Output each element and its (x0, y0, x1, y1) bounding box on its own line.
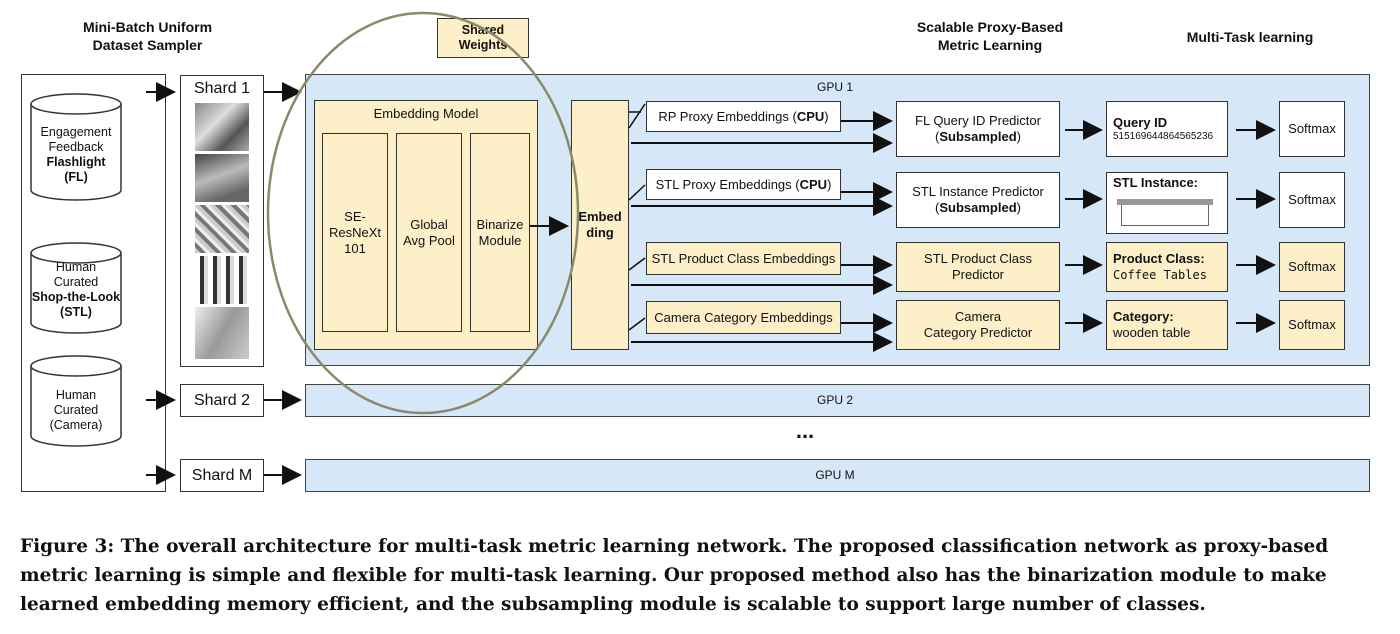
predictor-stl-line2: (Subsampled) (935, 200, 1021, 215)
proxy-rp: RP Proxy Embeddings (CPU) (646, 101, 841, 132)
module-binarize: Binarize Module (470, 133, 530, 332)
proxy-stl-product-class: STL Product Class Embeddings (646, 242, 841, 275)
coffee-table-image (1117, 193, 1213, 227)
dataset-camera-name: (Camera) (49, 418, 103, 432)
softmax-1: Softmax (1279, 101, 1345, 157)
dataset-fl-suffix: (FL) (64, 170, 88, 184)
output-query-id-value: 515169644864565236 (1113, 131, 1214, 142)
proxy-stl: STL Proxy Embeddings (CPU) (646, 169, 841, 200)
predictor-camera-line1: Camera (954, 309, 1002, 324)
shard-m-box: Shard M (180, 459, 264, 492)
dataset-fl-name: Flashlight (46, 155, 106, 169)
dataset-camera-line1: Human (55, 388, 97, 402)
shard-2-box: Shard 2 (180, 384, 264, 417)
output-product-class-label: Product Class: (1113, 251, 1205, 266)
proxy-rp-text: RP Proxy Embeddings ( (658, 108, 797, 124)
softmax-3: Softmax (1279, 242, 1345, 292)
sample-image-sink (195, 103, 249, 151)
dataset-camera-line2: Curated (53, 403, 99, 417)
sample-image-room (195, 307, 249, 359)
sampler-header: Mini-Batch Uniform Dataset Sampler (60, 18, 235, 54)
proxy-rp-end: ) (824, 108, 829, 124)
predictor-fl-query-id: FL Query ID Predictor (Subsampled) (896, 101, 1060, 157)
embedding-model-title: Embedding Model (373, 106, 479, 121)
cylinder-camera (30, 355, 122, 447)
softmax-4: Softmax (1279, 300, 1345, 350)
proxy-header-line2: Metric Learning (937, 37, 1043, 53)
proxy-header: Scalable Proxy-Based Metric Learning (890, 18, 1090, 54)
predictor-product-line2: Predictor (951, 267, 1005, 282)
proxy-stl-text: STL Proxy Embeddings ( (655, 176, 800, 192)
sample-image-outfit (195, 256, 249, 304)
cylinder-stl (30, 242, 122, 334)
predictor-stl-line1: STL Instance Predictor (912, 184, 1044, 199)
proxy-camera-category: Camera Category Embeddings (646, 301, 841, 334)
output-stl-instance-label: STL Instance: (1113, 175, 1199, 190)
shard-1-images (195, 103, 249, 361)
output-category: Category: wooden table (1106, 300, 1228, 350)
figure-caption: Figure 3: The overall architecture for m… (20, 536, 1329, 615)
shard-1-label: Shard 1 (193, 80, 251, 97)
predictor-fl-subsampled: Subsampled (939, 129, 1017, 144)
predictor-product-line1: STL Product Class (924, 251, 1032, 266)
table-frame (1121, 205, 1209, 226)
dataset-fl-line1: Engagement (40, 125, 112, 139)
output-query-id: Query ID 515169644864565236 (1106, 101, 1228, 157)
embedding-box: Embed ding (571, 100, 629, 350)
sampler-header-line2: Dataset Sampler (92, 37, 203, 53)
module-global-avg-pool: Global Avg Pool (396, 133, 462, 332)
predictor-fl-line2: (Subsampled) (935, 129, 1021, 144)
sample-image-faucet (195, 154, 249, 202)
sample-image-pattern (195, 205, 249, 253)
output-category-label: Category: (1113, 309, 1174, 324)
gpu-2-label: GPU 2 (816, 393, 853, 407)
module-se-resnext: SE- ResNeXt 101 (322, 133, 388, 332)
dataset-stl-line2: Curated (53, 275, 99, 289)
output-product-class: Product Class: Coffee Tables (1106, 242, 1228, 292)
gpu-1-label: GPU 1 (816, 80, 853, 94)
proxy-header-line1: Scalable Proxy-Based (916, 19, 1064, 35)
softmax-2: Softmax (1279, 172, 1345, 228)
output-query-id-label: Query ID (1113, 115, 1168, 130)
output-stl-instance: STL Instance: (1106, 172, 1228, 234)
sampler-arrows (146, 82, 176, 485)
multitask-header: Multi-Task learning (1186, 29, 1314, 45)
gpu-m-panel (305, 459, 1370, 492)
cylinder-fl (30, 93, 122, 201)
predictor-stl-product-class: STL Product Class Predictor (896, 242, 1060, 292)
shard-gpu-arrows (264, 82, 302, 485)
dataset-fl-line2: Feedback (48, 140, 104, 154)
proxy-stl-bold: CPU (799, 176, 828, 192)
ellipsis: ... (795, 418, 815, 443)
output-product-class-value: Coffee Tables (1113, 268, 1207, 282)
output-category-value: wooden table (1113, 325, 1191, 340)
predictor-stl-subsampled: Subsampled (939, 200, 1017, 215)
predictor-camera-category: Camera Category Predictor (896, 300, 1060, 350)
predictor-camera-line2: Category Predictor (923, 325, 1033, 340)
sampler-header-line1: Mini-Batch Uniform (82, 19, 213, 35)
dataset-stl-label: Human Curated Shop-the-Look (STL) (28, 260, 124, 320)
table-top (1117, 199, 1213, 205)
dataset-stl-line1: Human (55, 260, 97, 274)
predictor-stl-instance: STL Instance Predictor (Subsampled) (896, 172, 1060, 228)
proxy-rp-bold: CPU (796, 108, 825, 124)
dataset-fl-label: Engagement Feedback Flashlight (FL) (28, 125, 124, 185)
dataset-stl-name: Shop-the-Look (STL) (31, 290, 121, 319)
gpu-m-label: GPU M (815, 468, 855, 482)
predictor-fl-line1: FL Query ID Predictor (915, 113, 1041, 128)
dataset-camera-label: Human Curated (Camera) (28, 388, 124, 433)
proxy-stl-end: ) (827, 176, 832, 192)
